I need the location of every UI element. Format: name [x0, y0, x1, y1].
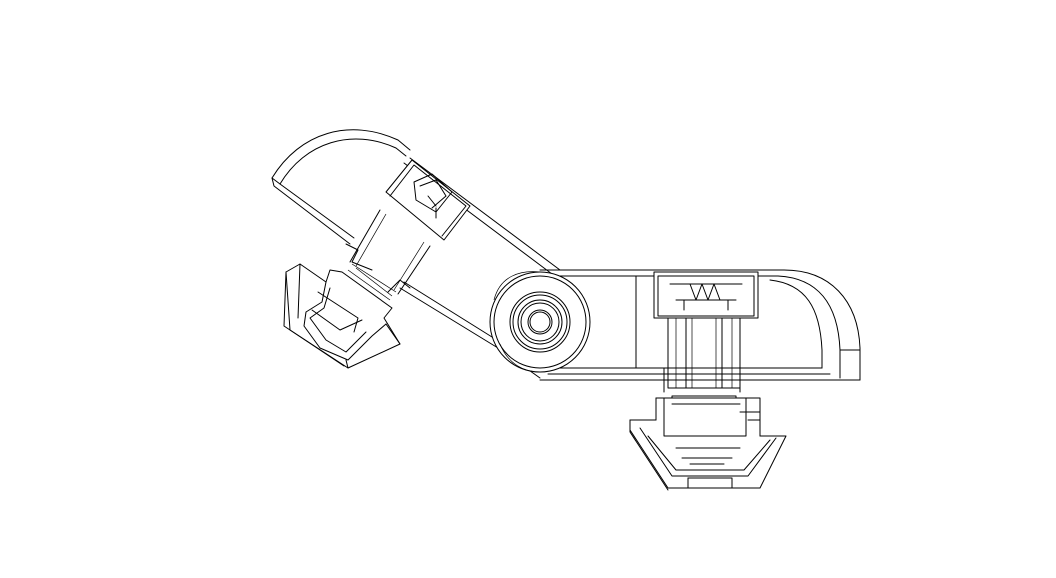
pivot-bearing: [489, 271, 591, 373]
upper-bolt: [343, 159, 471, 307]
upper-t-nut: [283, 263, 401, 369]
lower-t-nut: [629, 397, 787, 491]
